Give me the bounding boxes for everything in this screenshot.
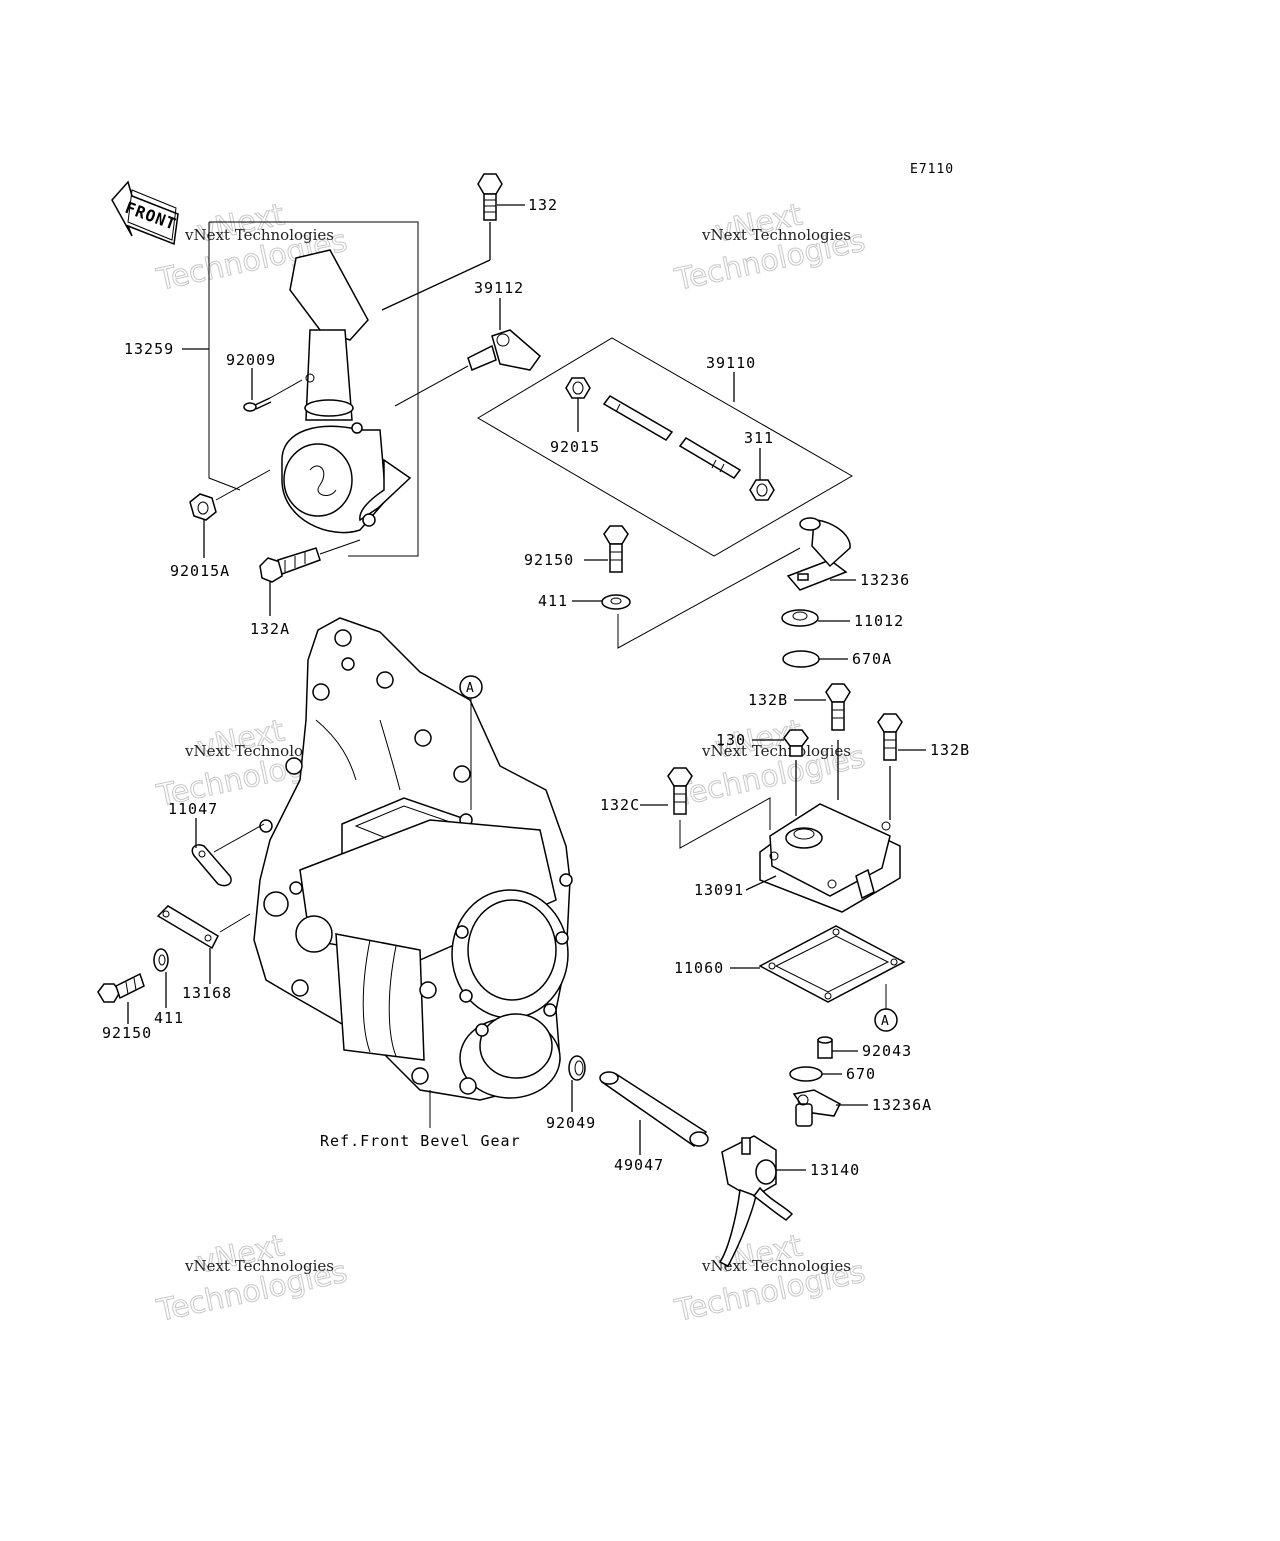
label-92150-bottom: 92150 [102, 1024, 152, 1042]
label-130: 130 [716, 731, 746, 749]
label-11047: 11047 [168, 800, 218, 818]
watermark-bottom-right: vNext Technologies vNext Technologies [671, 1228, 869, 1330]
label-92043: 92043 [862, 1042, 912, 1060]
shaft-49047-icon [599, 1071, 709, 1148]
diagram-code: E7110 [910, 162, 954, 177]
svg-text:vNext Technologies: vNext Technologies [184, 742, 334, 760]
svg-text:A: A [881, 1014, 890, 1029]
shift-rod-assembly [477, 337, 853, 557]
bolt-92150-bottom-icon [97, 972, 145, 1003]
pin-92043-icon [817, 1036, 833, 1059]
bolt-132C-icon [667, 767, 771, 849]
label-411-top: 411 [538, 592, 568, 610]
collar-92049-icon [568, 1055, 586, 1081]
lever-13236-icon [786, 517, 851, 591]
label-13091: 13091 [694, 881, 744, 899]
clip-11047-icon [191, 823, 265, 887]
label-92150-top: 92150 [524, 551, 574, 569]
seal-11012-icon [781, 609, 819, 627]
washer-411-top-icon [601, 547, 801, 649]
label-11012: 11012 [854, 612, 904, 630]
label-49047: 49047 [614, 1156, 664, 1174]
label-92009: 92009 [226, 351, 276, 369]
bolt-132B-a-icon [825, 683, 851, 800]
label-311: 311 [744, 429, 774, 447]
leader-lines [127, 204, 926, 1171]
svg-text:vNext Technologies: vNext Technologies [701, 1257, 851, 1275]
lever-13236A-icon [792, 1089, 841, 1127]
label-39110: 39110 [706, 354, 756, 372]
label-13236: 13236 [860, 571, 910, 589]
reference-note: Ref.Front Bevel Gear [320, 1132, 521, 1150]
bolt-92150-top-icon [603, 525, 629, 573]
label-132: 132 [528, 196, 558, 214]
svg-text:A: A [466, 681, 475, 696]
bolt-132-icon [381, 173, 503, 311]
shift-lever-assembly [208, 221, 419, 557]
svg-text:vNext Technologies: vNext Technologies [701, 226, 851, 244]
screw-92009-icon [243, 379, 303, 412]
ref-a-marker-bottom: A [874, 1008, 898, 1032]
label-13259: 13259 [124, 340, 174, 358]
label-13168: 13168 [182, 984, 232, 1002]
watermark-top-right: vNext Technologies vNext Technologies [671, 197, 869, 299]
cover-13091-icon [759, 803, 901, 913]
label-132A: 132A [250, 620, 290, 638]
label-13140: 13140 [810, 1161, 860, 1179]
washer-411-bottom-icon [153, 948, 169, 972]
label-670A: 670A [852, 650, 892, 668]
bolt-132B-b-icon [877, 713, 903, 820]
oring-670-icon [789, 1066, 823, 1082]
label-132B-b: 132B [930, 741, 970, 759]
part-labels: 132 39112 13259 92009 39110 92015 311 92… [102, 196, 970, 1179]
gasket-11060-icon [758, 925, 906, 1010]
shift-fork-13140-icon [718, 1135, 794, 1267]
plate-13168-icon [156, 905, 251, 950]
ref-a-marker-top: A [459, 675, 483, 810]
label-11060: 11060 [674, 959, 724, 977]
label-132C: 132C [600, 796, 640, 814]
svg-text:vNext Technologies: vNext Technologies [184, 1257, 334, 1275]
label-39112: 39112 [474, 279, 524, 297]
label-670: 670 [846, 1065, 876, 1083]
nut-92015A-icon [189, 469, 271, 521]
watermark-bottom-left: vNext Technologies vNext Technologies [153, 1228, 351, 1330]
svg-text:vNext Technologies: vNext Technologies [184, 226, 334, 244]
svg-text:vNext Technologies: vNext Technologies [701, 742, 851, 760]
bolt-130-icon [783, 729, 809, 816]
label-411-bottom: 411 [154, 1009, 184, 1027]
label-92015A: 92015A [170, 562, 230, 580]
front-arrow-icon: FRONT [111, 180, 179, 246]
label-13236A: 13236A [872, 1096, 932, 1114]
oring-670A-icon [782, 650, 820, 668]
joint-39112-icon [394, 329, 542, 407]
label-132B-a: 132B [748, 691, 788, 709]
gear-case [253, 617, 573, 1128]
label-92015: 92015 [550, 438, 600, 456]
bolt-132A-icon [259, 539, 361, 583]
label-92049: 92049 [546, 1114, 596, 1132]
